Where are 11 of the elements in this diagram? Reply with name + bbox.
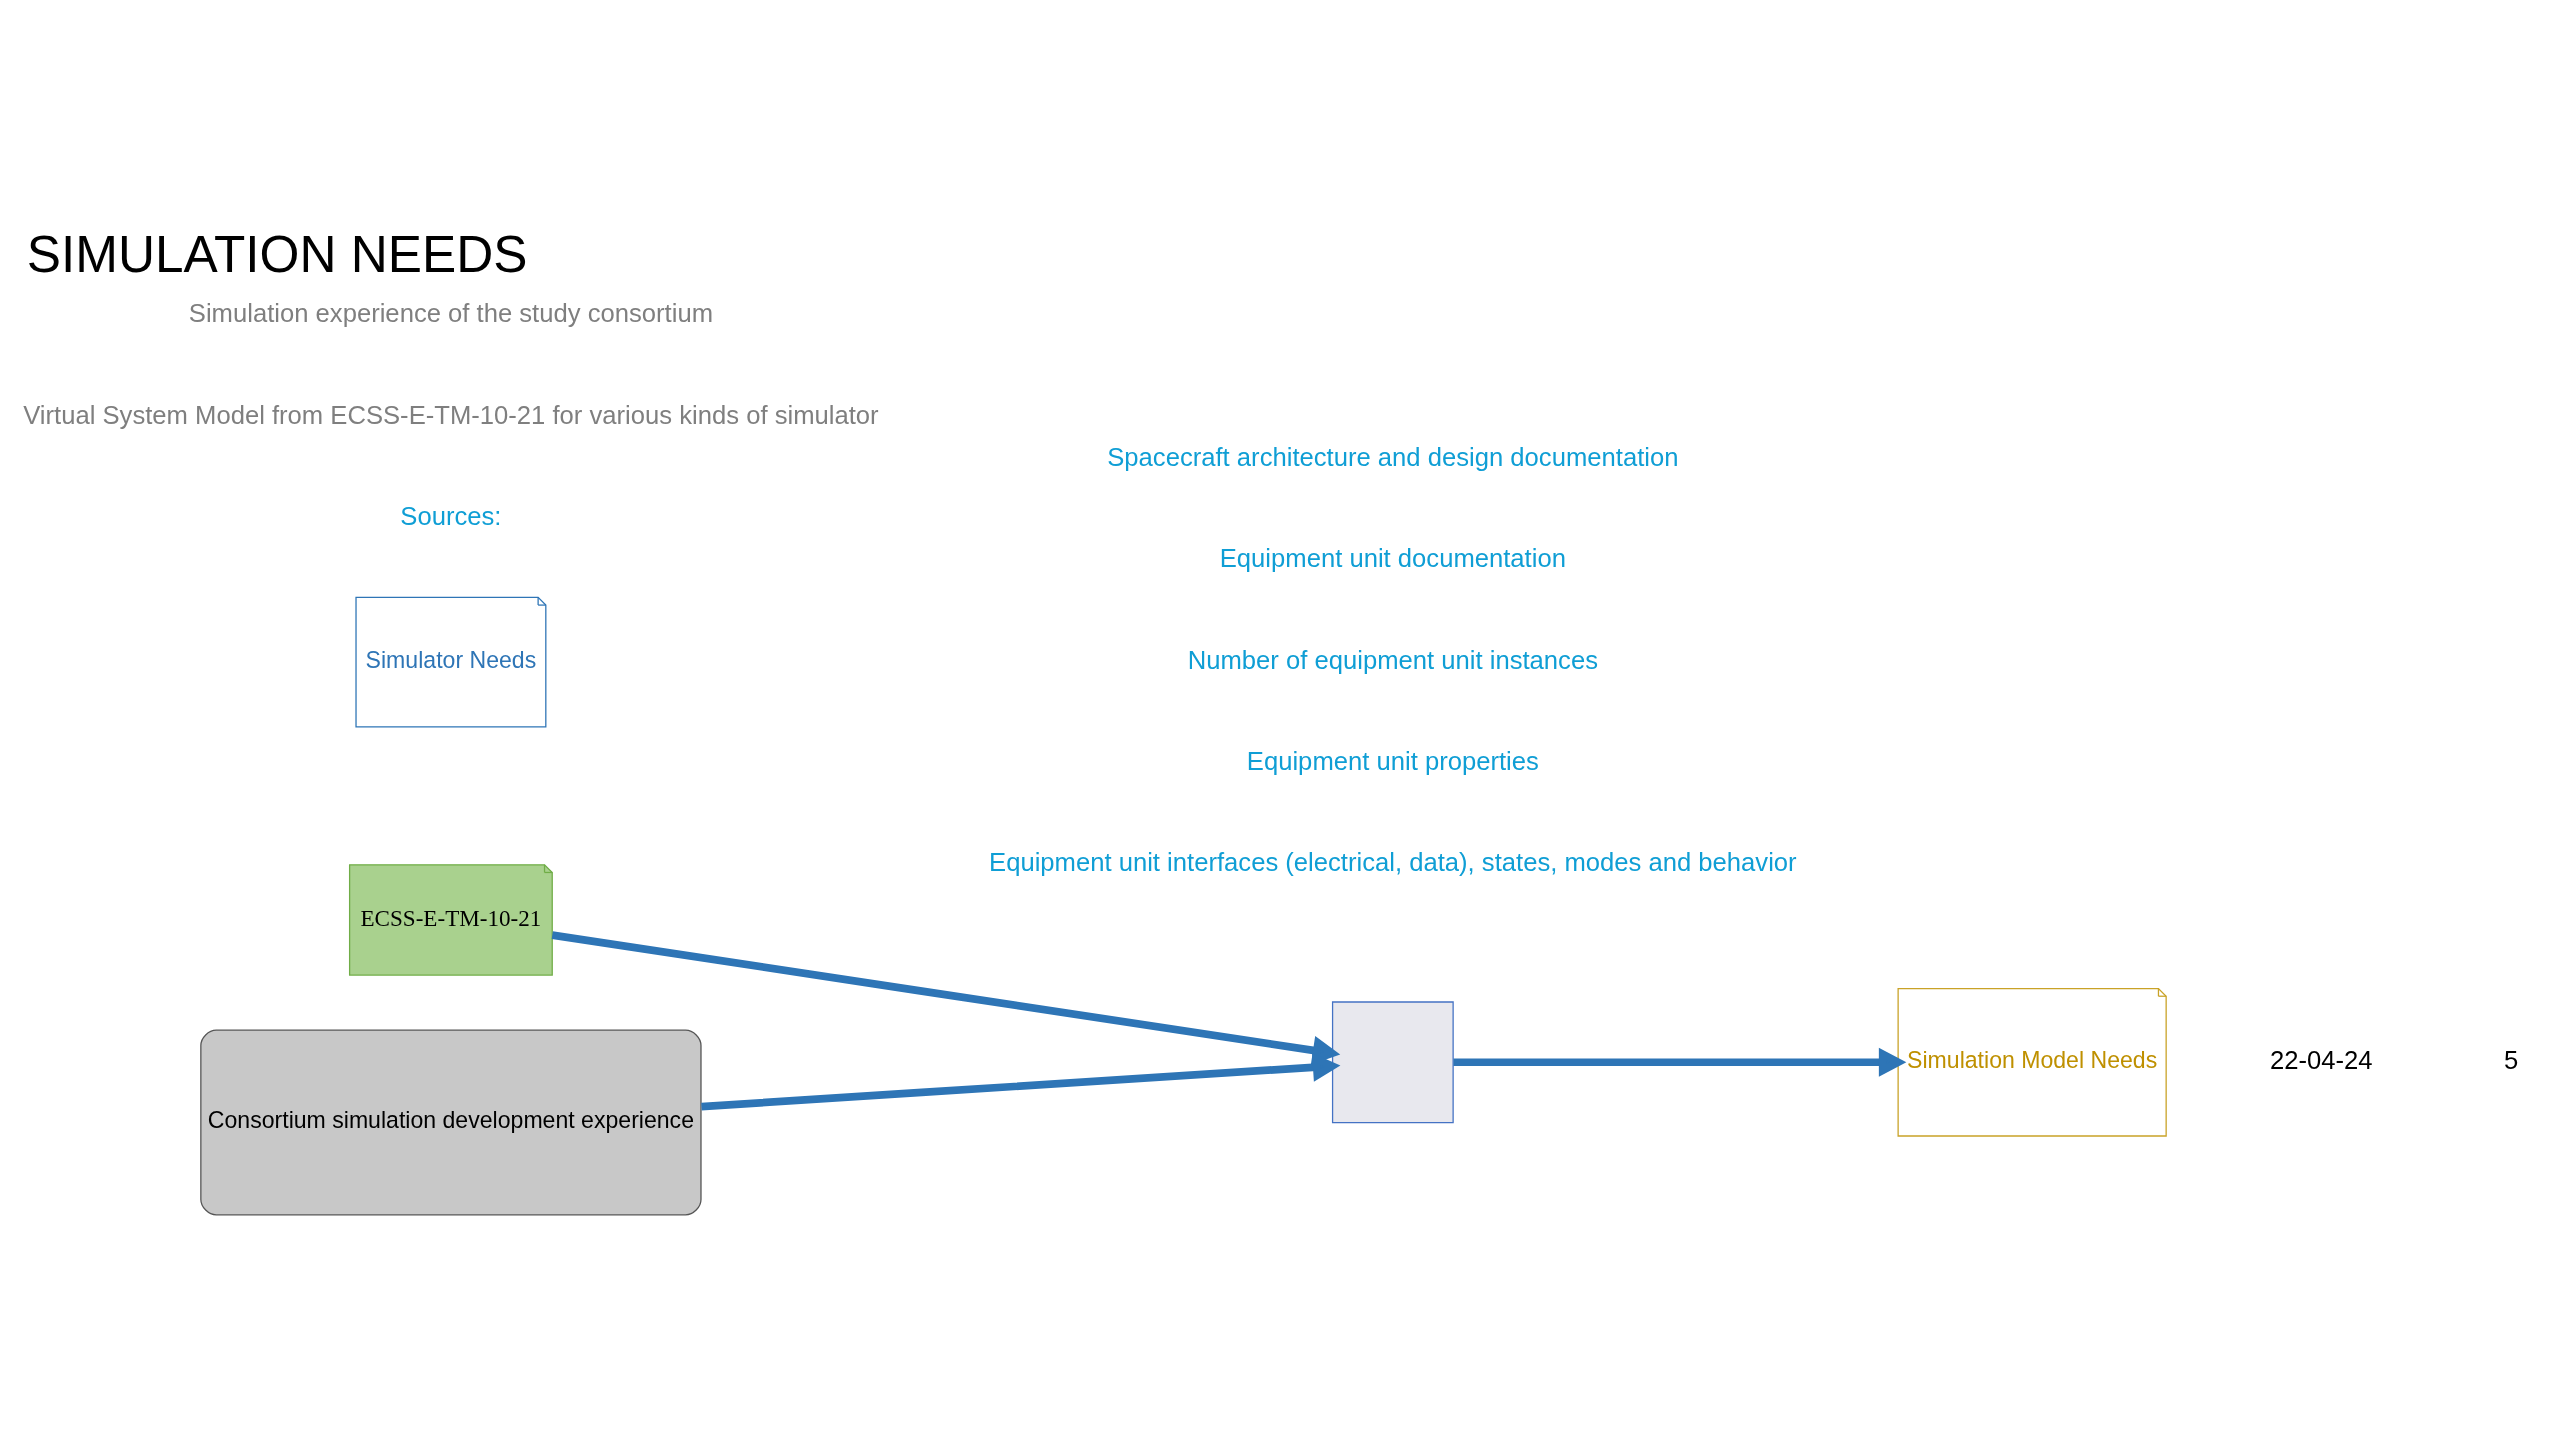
label: Equipment unit properties: [1246, 746, 1539, 775]
label: Equipment unit interfaces (electrical, data), states, modes and behavior: [989, 847, 1797, 876]
label: Number of equipment unit instances: [1187, 645, 1598, 674]
diagram-title: SIMULATION NEEDS: [26, 225, 528, 283]
label: Spacecraft architecture and design documentation: [1107, 442, 1679, 471]
label: Simulation experience of the study consortium: [188, 298, 714, 327]
label: Virtual System Model from ECSS-E-TM-10-21 for various kinds of simulator: [23, 400, 879, 429]
label: 5: [2503, 1045, 2519, 1074]
label: Equipment unit documentation: [1219, 543, 1566, 572]
label: 22-04-24: [2270, 1045, 2373, 1074]
label: Sources:: [400, 501, 502, 530]
